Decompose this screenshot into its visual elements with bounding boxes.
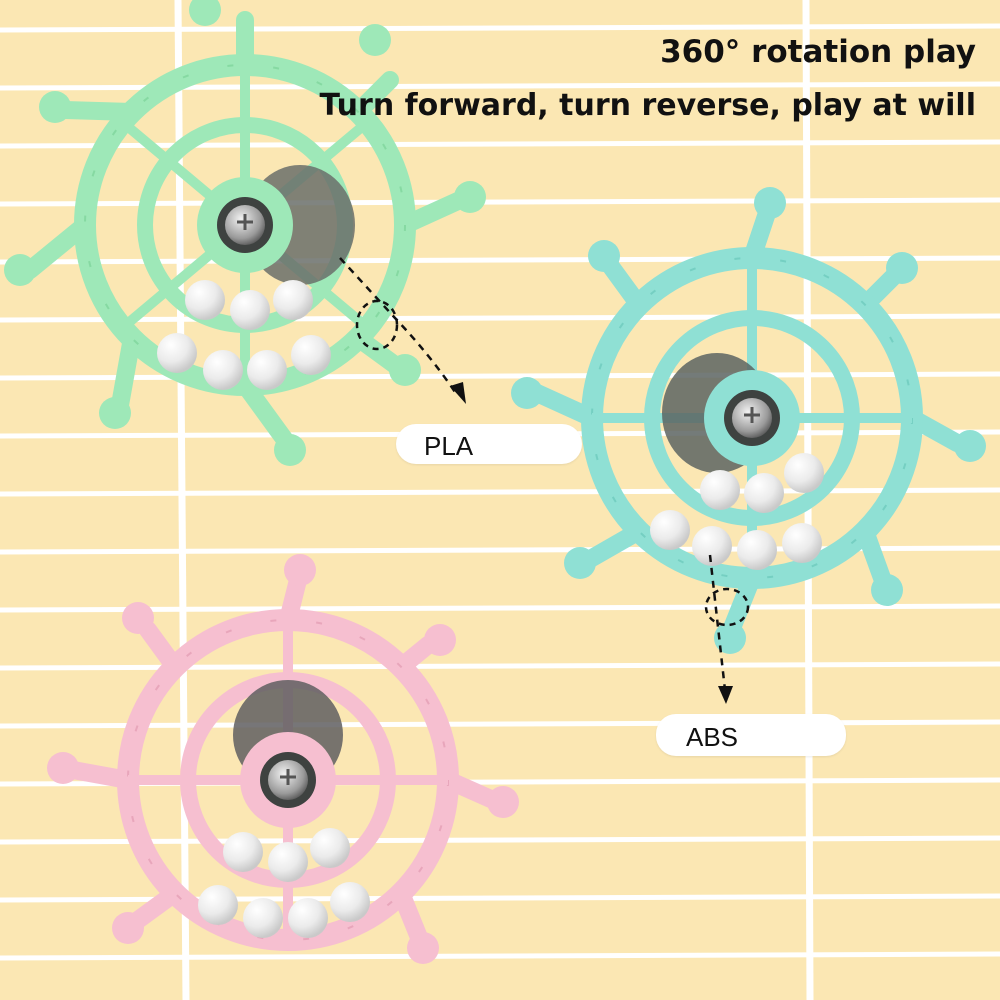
material-label-abs-text: ABS xyxy=(686,722,739,752)
dashed-arrow-icon xyxy=(339,257,466,404)
dashed-arrow-icon xyxy=(708,554,733,704)
pearls xyxy=(157,280,331,390)
headline-rotation: 360° rotation play xyxy=(660,34,976,70)
pink-ship-wheel xyxy=(47,554,519,964)
teal-ship-wheel xyxy=(511,187,986,654)
pearls xyxy=(198,828,370,938)
green-ship-wheel xyxy=(4,0,486,466)
headline-direction: Turn forward, turn reverse, play at will xyxy=(319,88,977,123)
material-label-pla-text: PLA xyxy=(424,431,474,461)
dashed-circle-icon xyxy=(355,299,399,351)
dashed-circle-icon xyxy=(704,587,750,627)
material-label-pla: PLA xyxy=(396,424,582,464)
material-label-abs: ABS xyxy=(656,714,846,756)
pearls xyxy=(650,453,824,570)
